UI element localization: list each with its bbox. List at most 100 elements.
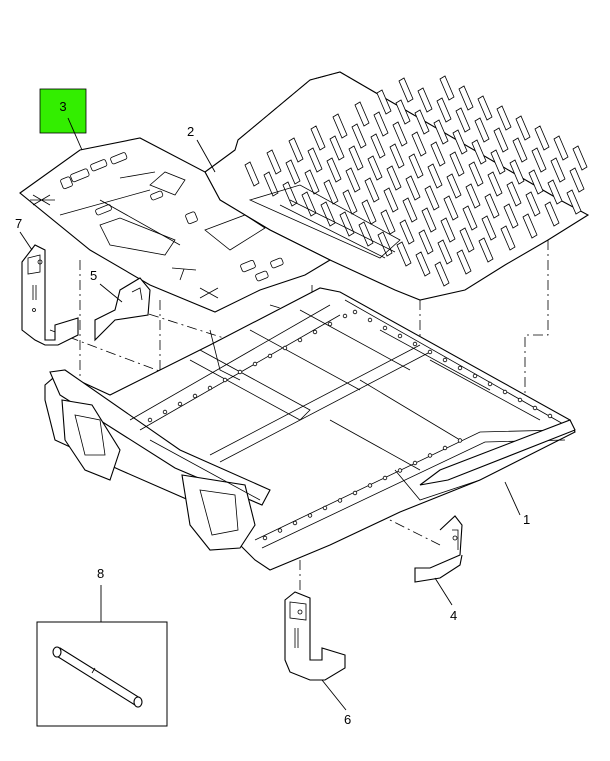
rib-slot	[395, 99, 411, 125]
frame-hole	[292, 520, 298, 526]
rib-slot	[348, 145, 364, 171]
rib-slot	[304, 169, 320, 195]
rib-slot	[512, 137, 528, 163]
frame-hole	[322, 505, 328, 511]
rib-slot	[430, 141, 446, 167]
rib-slot	[326, 157, 342, 183]
rib-slot	[528, 169, 544, 195]
frame-hole	[457, 438, 463, 443]
rib-slot	[415, 251, 431, 277]
rib-slot	[405, 175, 421, 201]
frame-hole	[262, 535, 268, 541]
panel-cutout	[270, 257, 284, 269]
rib-slot	[474, 117, 490, 143]
rib-slot	[380, 209, 396, 235]
rib-slot	[411, 131, 427, 157]
rib-slot	[443, 195, 459, 221]
rod-part-8	[36, 621, 168, 727]
rib-slot	[427, 163, 443, 189]
rib-slot	[437, 239, 453, 265]
rib-slot	[288, 137, 304, 163]
frame-hole	[427, 453, 433, 458]
rib-slot	[421, 207, 437, 233]
frame-hole	[147, 417, 153, 423]
rib-slot	[509, 159, 525, 185]
frame-hole	[457, 365, 463, 371]
frame-hole	[442, 357, 448, 363]
frame-hole	[327, 321, 333, 327]
frame-hole	[412, 460, 418, 466]
frame-hole	[472, 373, 478, 379]
rib-slot	[396, 241, 412, 267]
rib-slot	[386, 165, 402, 191]
leader-6	[321, 679, 347, 711]
rib-slot	[506, 181, 522, 207]
leader-4	[434, 577, 453, 606]
rib-slot	[487, 171, 503, 197]
frame-hole	[307, 513, 313, 518]
rib-slot	[452, 129, 468, 155]
rib-slot	[572, 145, 588, 171]
rib-slot	[458, 85, 474, 111]
frame-hole	[177, 401, 183, 407]
leader-1	[504, 481, 521, 516]
pillar-part-7	[21, 244, 79, 346]
frame-hole	[532, 405, 538, 411]
frame-hole	[352, 309, 358, 315]
rib-slot	[424, 185, 440, 211]
rib-slot	[440, 217, 456, 243]
rib-slot	[367, 155, 383, 181]
frame-hole	[412, 341, 418, 347]
callout-3: 3	[59, 99, 66, 114]
rib-slot	[282, 181, 298, 207]
rib-slot	[266, 149, 282, 175]
rib-slot	[329, 135, 345, 161]
bracket-part-5	[94, 277, 151, 342]
frame-hole	[517, 397, 523, 403]
frame-hole	[382, 475, 388, 481]
rib-slot	[417, 87, 433, 113]
rib-slot	[439, 75, 455, 101]
rib-slot	[389, 143, 405, 169]
rib-slot	[446, 173, 462, 199]
rib-slot	[465, 183, 481, 209]
panel-cutout	[255, 270, 269, 282]
rib-slot	[408, 153, 424, 179]
leader-5	[99, 283, 123, 303]
callout-4: 4	[450, 608, 457, 623]
rib-slot	[263, 171, 279, 197]
frame-hole	[277, 528, 283, 533]
floor-panel-part-3	[19, 137, 332, 313]
frame-hole	[282, 345, 288, 351]
callout-2: 2	[187, 124, 194, 139]
frame-hole	[427, 349, 433, 355]
rib-slot	[364, 177, 380, 203]
panel-2-ribs	[244, 75, 588, 287]
rib-slot	[345, 167, 361, 193]
bracket-part-4	[414, 515, 463, 583]
callout-6: 6	[344, 712, 351, 727]
leader-2	[196, 139, 216, 173]
frame-hole	[342, 313, 348, 319]
rib-slot	[493, 127, 509, 153]
frame-hole	[382, 325, 388, 331]
rib-slot	[553, 135, 569, 161]
rib-slot	[496, 105, 512, 131]
callout-1: 1	[523, 512, 530, 527]
frame-hole	[502, 389, 508, 395]
rib-slot	[370, 133, 386, 159]
rib-slot	[484, 193, 500, 219]
rib-slot	[373, 111, 389, 137]
panel-3-cutouts	[60, 152, 284, 282]
rib-slot	[392, 121, 408, 147]
frame-hole	[442, 445, 448, 451]
frame-hole	[337, 498, 343, 503]
rib-slot	[244, 161, 260, 187]
rib-slot	[285, 159, 301, 185]
rib-slot	[436, 97, 452, 123]
panel-cutout	[185, 211, 198, 225]
frame-hole	[252, 361, 258, 367]
rib-slot	[534, 125, 550, 151]
rib-slot	[547, 179, 563, 205]
